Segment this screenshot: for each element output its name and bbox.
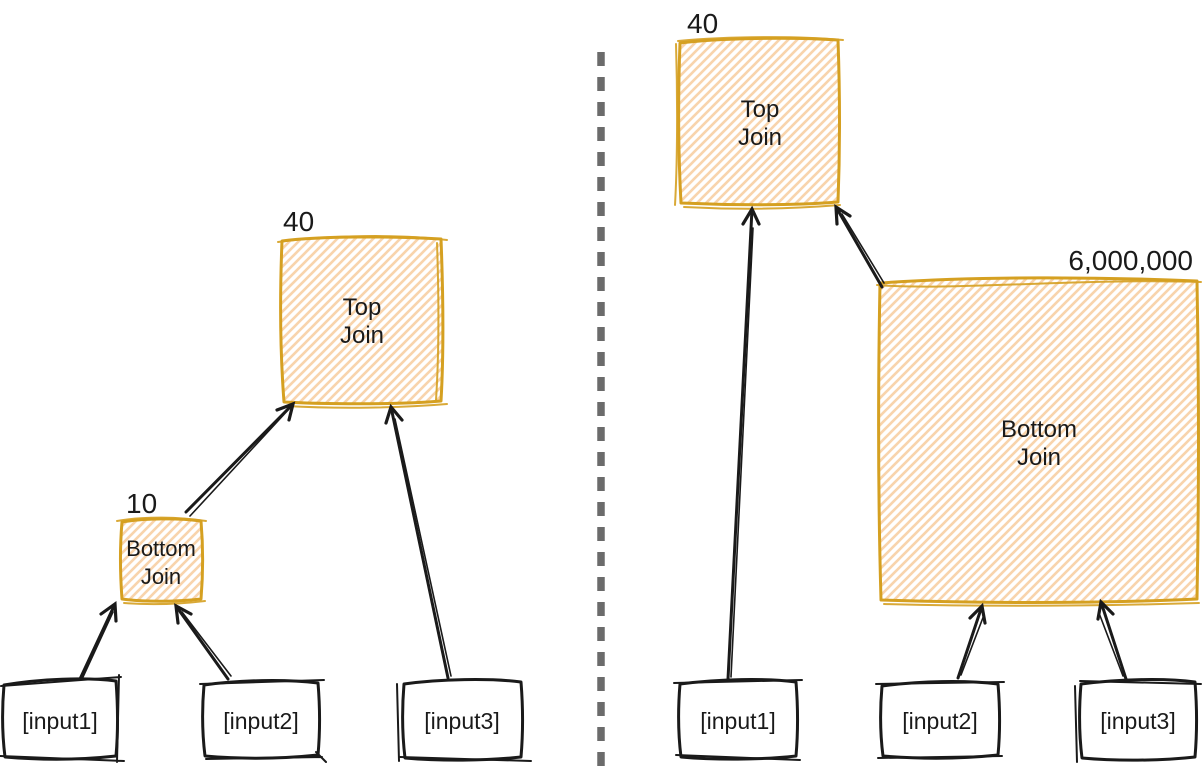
left-input3-box	[401, 678, 524, 762]
left-top-join-label-line1: Top	[343, 294, 382, 321]
right-bottom-join-hatch	[878, 277, 1199, 603]
edge-sketch-line	[181, 611, 232, 677]
edge-line	[1099, 600, 1128, 681]
right-input1-node: [input1]	[673, 678, 803, 761]
arrowhead	[968, 602, 987, 625]
left-input2-node: [input2]	[199, 679, 327, 763]
right-bottom-join-node: 6,000,000 Bottom Join	[876, 245, 1202, 607]
left-input3-sketch-lines	[396, 683, 532, 762]
left-input1-node: [input1]	[0, 674, 125, 763]
right-bottom-join-cardinality: 6,000,000	[1068, 245, 1193, 276]
left-top-join-label-line2: Join	[340, 322, 384, 349]
right-input2-sketch-lines	[875, 681, 1005, 759]
right-top-join-label-line1: Top	[741, 96, 780, 123]
arrowhead	[741, 205, 761, 226]
edge-line	[956, 604, 984, 680]
edge-sketch-line	[189, 408, 290, 517]
edge-line	[726, 207, 754, 681]
edge-line	[78, 602, 117, 681]
left-bottom-join-node: 10 Bottom Join	[116, 488, 207, 606]
right-bottom-join-box	[877, 276, 1200, 604]
right-input3-sketch-lines	[1074, 680, 1202, 763]
left-top-join-node: 40 Top Join	[277, 206, 448, 409]
right-plan: 40 Top Join 6,000,000 Bottom Join [input…	[673, 8, 1202, 763]
right-top-join-label-line2: Join	[738, 124, 782, 151]
edge-left-input3-to-top-join	[384, 403, 452, 680]
edge-right-input1-to-top-join	[726, 205, 761, 681]
left-input3-label: [input3]	[424, 708, 499, 734]
right-input1-box	[677, 678, 799, 761]
edge-sketch-line	[841, 213, 885, 284]
left-bottom-join-hatch	[120, 518, 203, 602]
left-bottom-join-label-line2: Join	[141, 564, 181, 589]
left-top-join-cardinality: 40	[283, 206, 314, 237]
edge-sketch-line	[394, 418, 452, 677]
arrowhead	[1096, 598, 1115, 621]
edge-sketch-line	[730, 227, 754, 678]
edge-left-bottom-join-to-top-join	[184, 401, 296, 517]
arrowhead	[834, 203, 852, 226]
left-input1-label: [input1]	[22, 708, 97, 734]
edge-line	[174, 604, 230, 681]
edge-right-bottom-join-to-top-join	[834, 203, 885, 289]
left-input3-node: [input3]	[396, 678, 532, 762]
right-input1-label: [input1]	[700, 708, 775, 734]
right-input2-label: [input2]	[902, 708, 977, 734]
left-bottom-join-label-line1: Bottom	[126, 536, 196, 561]
right-top-join-sketch-lines	[674, 36, 844, 210]
arrowhead	[275, 401, 296, 422]
left-bottom-join-cardinality: 10	[126, 488, 157, 519]
left-top-join-hatch	[280, 236, 443, 404]
edge-line	[834, 205, 884, 289]
edge-sketch-line	[1098, 612, 1124, 677]
edge-line	[184, 402, 295, 514]
right-top-join-box	[677, 36, 841, 207]
edge-right-input2-to-bottom-join	[956, 602, 987, 680]
right-bottom-join-label-line2: Join	[1017, 444, 1061, 471]
edge-line	[389, 405, 450, 680]
right-input1-sketch-lines	[673, 679, 803, 761]
left-plan: 40 Top Join 10 Bottom Join [input1]	[0, 206, 532, 763]
right-bottom-join-label-line1: Bottom	[1001, 416, 1077, 443]
right-input2-box	[879, 680, 1001, 760]
edge-left-input2-to-bottom-join	[174, 603, 232, 681]
right-bottom-join-sketch-lines	[876, 280, 1202, 607]
arrowhead	[99, 601, 118, 623]
edge-right-input3-to-bottom-join	[1096, 598, 1128, 681]
right-top-join-cardinality: 40	[687, 8, 718, 39]
left-input2-sketch-lines	[199, 679, 327, 763]
arrowhead	[174, 603, 193, 625]
right-input3-box	[1078, 678, 1198, 762]
right-input3-label: [input3]	[1100, 708, 1175, 734]
edge-sketch-line	[82, 611, 114, 678]
edge-sketch-line	[960, 614, 985, 676]
left-input1-box	[1, 677, 119, 761]
edge-left-input1-to-bottom-join	[78, 601, 118, 681]
right-top-join-node: 40 Top Join	[674, 8, 844, 210]
right-top-join-hatch	[678, 38, 840, 205]
left-input2-label: [input2]	[223, 708, 298, 734]
arrowhead	[384, 403, 404, 425]
right-input3-node: [input3]	[1074, 678, 1202, 763]
right-input2-node: [input2]	[875, 680, 1005, 760]
left-input1-sketch-lines	[0, 674, 125, 763]
left-bottom-join-sketch-lines	[116, 516, 207, 606]
left-top-join-sketch-lines	[277, 235, 448, 409]
